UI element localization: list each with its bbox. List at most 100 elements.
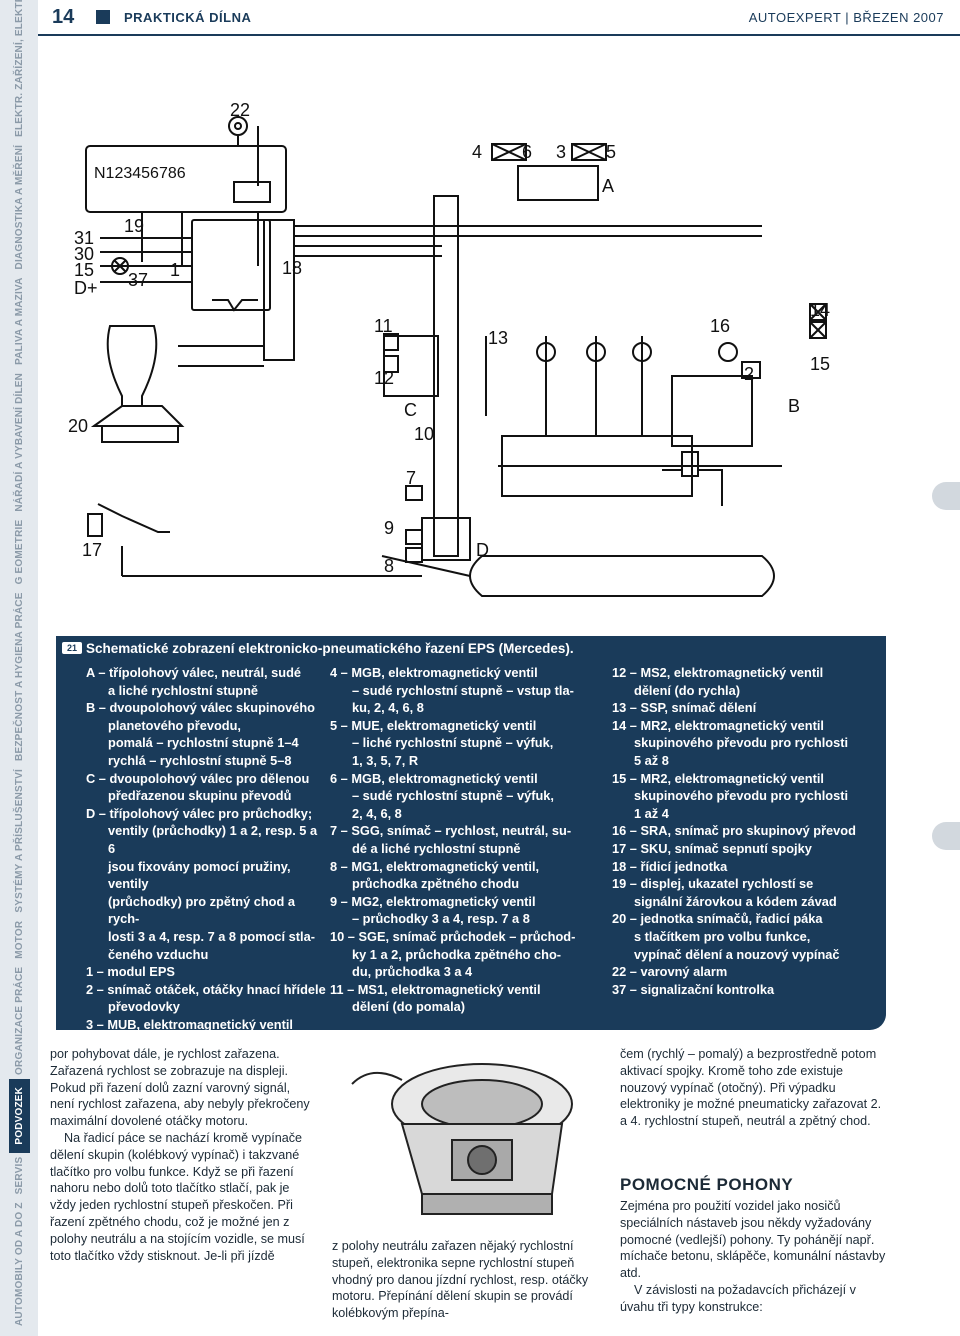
paragraph: Na řadicí páce se nachází kromě vypínače… bbox=[50, 1130, 305, 1263]
sidebar-tab[interactable]: ORGANIZACE PRÁCE bbox=[13, 966, 25, 1075]
legend-line: – průchodky 3 a 4, resp. 7 a 8 bbox=[352, 911, 530, 927]
legend-line: 7 – SGG, snímač – rychlost, neutrál, su- bbox=[330, 823, 572, 839]
legend-line: 14 – MR2, elektromagnetický ventil bbox=[612, 717, 824, 733]
figure-label: 17 bbox=[82, 540, 102, 560]
sidebar-tab[interactable]: DIAGNOSTIKA A MĚŘENÍ bbox=[13, 144, 25, 270]
legend-line: 12 – MS2, elektromagnetický ventil bbox=[612, 665, 824, 680]
sidebar-tab[interactable]: NÁŘADÍ A VYBAVENÍ DÍLEN bbox=[13, 372, 25, 512]
figure-label: 5 bbox=[606, 142, 616, 162]
legend-line: čeného vzduchu bbox=[108, 946, 209, 962]
figure-label: 20 bbox=[68, 416, 88, 436]
figure-label: D bbox=[476, 540, 489, 560]
legend-line: D – třípolohový válec pro průchodky; bbox=[86, 805, 313, 821]
figure-label: 7 bbox=[406, 468, 416, 488]
legend-line: C – dvoupolohový válec pro dělenou bbox=[86, 770, 310, 786]
page-edge-marker bbox=[932, 482, 960, 510]
legend-line: 10 – SGE, snímač průchodek – průchod- bbox=[330, 928, 576, 944]
figure-label: D+ bbox=[74, 278, 98, 298]
section-tabs: AUTOMOBILY OD A DO Z SERVIS PODVOZEK ORGANI… bbox=[7, 0, 31, 1336]
legend-line: 13 – SSP, snímač dělení bbox=[612, 700, 757, 716]
legend-line: 4 – MGB, elektromagnetický ventil bbox=[330, 665, 538, 680]
figure-label: 2 bbox=[744, 364, 754, 384]
legend-line: 2, 4, 6, 8 bbox=[352, 805, 402, 821]
legend-line: pomalá – rychlostní stupně 1–4 bbox=[108, 735, 299, 751]
paragraph: z polohy neutrálu zařazen nějaký rychlos… bbox=[332, 1239, 589, 1321]
legend-line: – liché rychlostní stupně – výfuk, bbox=[352, 735, 554, 751]
figure-label: 19 bbox=[124, 216, 144, 236]
figure-label: 6 bbox=[522, 142, 532, 162]
figure-label: 9 bbox=[384, 518, 394, 538]
legend-line: skupinového převodu pro rychlosti bbox=[634, 788, 849, 804]
section-tab-strip: AUTOMOBILY OD A DO Z SERVIS PODVOZEK ORGANI… bbox=[0, 0, 38, 1336]
page-header: 14 PRAKTICKÁ DÍLNA AUTOEXPERT | BŘEZEN 2… bbox=[38, 0, 960, 36]
figure-label: 11 bbox=[374, 316, 393, 336]
legend-line: signální žárovkou a kódem závad bbox=[634, 893, 837, 909]
legend-line: (průchodky) pro zpětný chod a rych- bbox=[108, 893, 295, 927]
legend-line: 5 až 8 bbox=[634, 752, 669, 768]
legend-line: jsou fixovány pomocí pružiny, ventily bbox=[108, 858, 291, 892]
legend-line: ventily (průchodky) 1 a 2, resp. 5 a 6 bbox=[108, 823, 318, 856]
legend-line: A – třípolohový válec, neutrál, sudé bbox=[86, 665, 301, 680]
page-number: 14 bbox=[52, 6, 75, 28]
legend-line: 11 – MS1, elektromagnetický ventil bbox=[330, 981, 541, 997]
sidebar-tab[interactable]: PALIVA A MAZIVA bbox=[13, 277, 25, 365]
figure-label: 12 bbox=[374, 368, 394, 388]
sidebar-tab[interactable]: PODVOZEK bbox=[8, 1078, 30, 1153]
legend-line: dělení (do rychla) bbox=[634, 682, 740, 698]
auxiliary-drive-photo bbox=[332, 1044, 600, 1230]
sidebar-tab[interactable]: MOTOR bbox=[13, 920, 25, 959]
legend-line: 37 – signalizační kontrolka bbox=[612, 981, 775, 997]
figure-label: 31 bbox=[74, 228, 94, 248]
section-marker-icon bbox=[96, 10, 110, 24]
legend-line: 1 až 4 bbox=[634, 805, 669, 821]
legend-line: 19 – displej, ukazatel rychlostí se bbox=[612, 876, 814, 892]
legend-line: 9 – MG2, elektromagnetický ventil bbox=[330, 893, 536, 909]
legend-line: skupinového převodu pro rychlosti bbox=[634, 735, 849, 751]
section-title: PRAKTICKÁ DÍLNA bbox=[124, 10, 252, 25]
legend-line: 15 – MR2, elektromagnetický ventil bbox=[612, 770, 824, 786]
figure-label: 14 bbox=[810, 300, 830, 320]
figure-caption: 21 Schematické zobrazení elektronicko-pn… bbox=[56, 636, 886, 1085]
article-column-3-cont: Zejména pro použití vozidel jako nosičů … bbox=[620, 1198, 886, 1316]
legend-line: a liché rychlostní stupně bbox=[108, 682, 259, 698]
sidebar-tab[interactable]: AUTOMOBILY OD A DO Z bbox=[13, 1202, 25, 1326]
figure-label: 16 bbox=[710, 316, 730, 336]
legend-line: předřazenou skupinu převodů bbox=[108, 788, 292, 804]
legend-line: B – dvoupolohový válec skupinového bbox=[86, 700, 315, 716]
legend-line: 3 – MUB, elektromagnetický ventil bbox=[86, 1016, 293, 1032]
figure-label: C bbox=[404, 400, 417, 420]
sidebar-tab[interactable]: BEZPEČNOST A HYGIENA PRÁCE bbox=[13, 592, 25, 761]
sidebar-tab[interactable]: G EOMETRIE bbox=[13, 519, 25, 585]
sidebar-tab[interactable]: SERVIS bbox=[13, 1156, 25, 1195]
legend-line: 16 – SRA, snímač pro skupinový převod bbox=[612, 823, 856, 839]
legend-line: 22 – varovný alarm bbox=[612, 964, 728, 980]
legend-line: du, průchodka 3 a 4 bbox=[352, 964, 473, 980]
paragraph: Zejména pro použití vozidel jako nosičů … bbox=[620, 1199, 886, 1281]
figure-label: 30 bbox=[74, 244, 94, 264]
article-column-3: čem (rychlý – pomalý) a bezprostředně po… bbox=[620, 1046, 886, 1130]
figure-label: 3 bbox=[556, 142, 566, 162]
figure-label: 13 bbox=[488, 328, 508, 348]
sidebar-tab[interactable]: SYSTÉMY A PŘÍSLUŠENSTVÍ bbox=[13, 768, 25, 913]
magazine-issue: AUTOEXPERT | BŘEZEN 2007 bbox=[748, 10, 944, 25]
article-column-1: por pohybovat dále, je rychlost zařazena… bbox=[50, 1046, 316, 1264]
legend-line: vypínač dělení a nouzový vypínač bbox=[634, 946, 840, 962]
display-readout: N123456786 bbox=[94, 165, 186, 182]
figure-label: 10 bbox=[414, 424, 434, 444]
legend-line: – sudé rychlostní stupně – výfuk, bbox=[352, 788, 554, 804]
legend-column-3: 12 – MS2, elektromagnetický ventil dělení… bbox=[612, 664, 884, 998]
legend-line: 5 – MUE, elektromagnetický ventil bbox=[330, 717, 537, 733]
legend-line: 8 – MG1, elektromagnetický ventil, bbox=[330, 858, 540, 874]
figure-label: B bbox=[788, 396, 800, 416]
paragraph: por pohybovat dále, je rychlost zařazena… bbox=[50, 1047, 310, 1129]
legend-line: průchodka zpětného chodu bbox=[352, 876, 520, 892]
legend-line: dělení (do pomala) bbox=[352, 999, 466, 1015]
figure-label: 22 bbox=[230, 100, 250, 120]
legend-line: 1, 3, 5, 7, R bbox=[352, 752, 419, 768]
legend-line: rychlá – rychlostní stupně 5–8 bbox=[108, 752, 292, 768]
legend-line: – liché rychlostní stupně – vstup tla- bbox=[108, 1034, 307, 1068]
legend-line: losti 3 a 4, resp. 7 a 8 pomocí stla- bbox=[108, 928, 315, 944]
legend-line: ku, 2, 4, 6, 8 bbox=[352, 700, 424, 716]
sidebar-tab[interactable]: ELEKTR. ZAŘÍZENÍ, ELEKTRONIKA bbox=[13, 0, 25, 137]
legend-line: dé a liché rychlostní stupně bbox=[352, 840, 521, 856]
